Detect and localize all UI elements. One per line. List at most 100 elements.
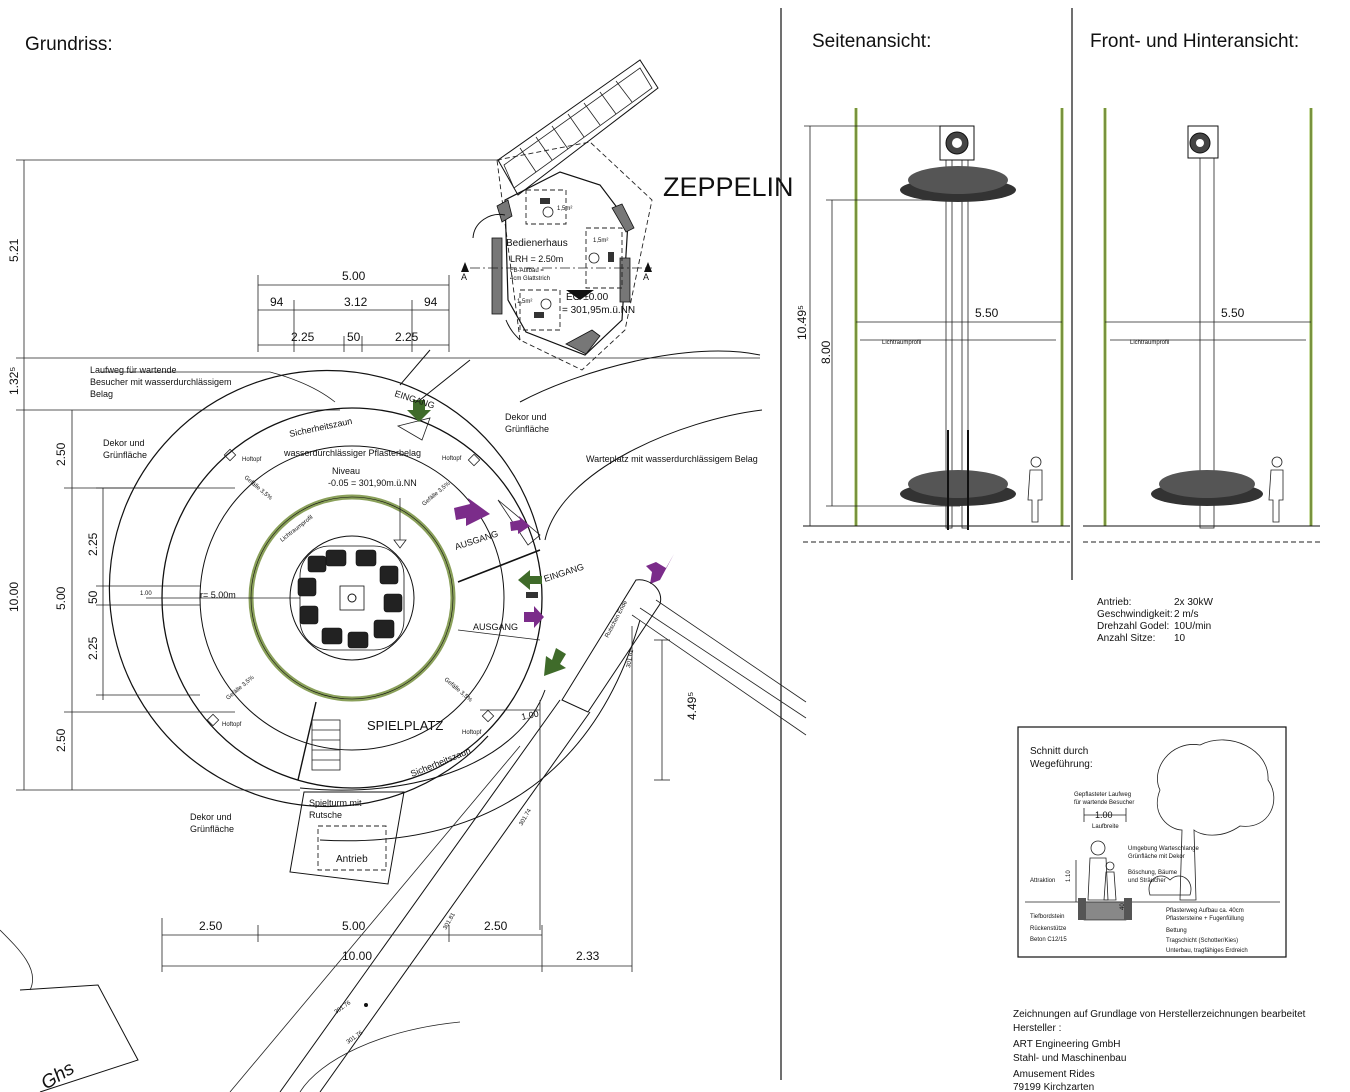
exit-arrow-top-icon	[454, 498, 490, 526]
footer-line-3: ART Engineering GmbH	[1013, 1039, 1120, 1050]
dim-10-00-bottom: 10.00	[342, 949, 372, 963]
section-p3: Bettung	[1166, 928, 1187, 934]
section-p4: Tragschicht (Schotter/Kies)	[1166, 938, 1238, 944]
footer-line-1: Zeichnungen auf Grundlage von Hersteller…	[1013, 1009, 1306, 1020]
section-width-label: Laufbreite	[1092, 824, 1119, 830]
dim-2-50-bottom-b: 2.50	[484, 919, 508, 933]
dim-50-inner: 50	[86, 590, 100, 604]
front-elevation	[1083, 108, 1320, 543]
dim-3-12: 3.12	[344, 295, 368, 309]
section-t1: Tiefbordstein	[1030, 914, 1064, 920]
ghs-label: Ghs	[38, 1058, 79, 1092]
antrieb-plan-label: Antrieb	[336, 854, 368, 865]
level-301-76-a: 301.76	[334, 1000, 353, 1016]
top-dimension-chain	[257, 275, 450, 352]
section-marker-a-right: A	[643, 272, 649, 282]
dim-2-33: 2.33	[576, 949, 600, 963]
dekor-left-label-2: Grünfläche	[103, 450, 147, 460]
dim-1-00-right: 1.00	[520, 709, 539, 722]
dim-2-50-bottom-a: 2.50	[199, 919, 223, 933]
dim-5-00-top: 5.00	[342, 269, 366, 283]
left-dimension-chain	[16, 159, 760, 791]
ausgang-mid-label: AUSGANG	[473, 622, 518, 632]
section-marker-a-left: A	[461, 272, 467, 282]
side-height-total-label: 10.49⁵	[795, 305, 809, 340]
spec-label: Antrieb:	[1097, 597, 1131, 608]
dim-2-25-inner-bottom: 2.25	[86, 636, 100, 660]
section-attraktion: Attraktion	[1030, 878, 1055, 884]
section-width: 1.00	[1095, 810, 1113, 820]
spec-value: 2x 30kW	[1174, 597, 1213, 608]
sicherheitszaun-top-label: Sicherheitszaun	[288, 416, 353, 439]
eg-level-label: = 301,95m.ü.NN	[562, 305, 635, 316]
section-depth: 40	[1120, 903, 1126, 910]
niveau-label: Niveau	[332, 466, 360, 476]
bottom-dimension-chain	[161, 918, 633, 972]
laufweg-label-2: Besucher mit wasserdurchlässigem	[90, 377, 232, 387]
dekor-bottom-label-1: Dekor und	[190, 812, 232, 822]
laufweg-label-3: Belag	[90, 389, 113, 399]
side-lichtraum-label: Lichtraumprofil	[882, 340, 921, 346]
play-tower	[289, 719, 405, 885]
title-front-hinteransicht: Front- und Hinteransicht:	[1090, 31, 1299, 52]
footer-line-5: Amusement Rides	[1013, 1069, 1095, 1080]
dim-1-32: 1.32⁵	[7, 367, 21, 395]
section-p2: Pflastersteine + Fugenfüllung	[1166, 916, 1244, 922]
dim-2-25-a: 2.25	[291, 330, 315, 344]
dim-94-a: 94	[270, 295, 284, 309]
waiting-path	[100, 349, 763, 842]
gefaelle-label-2: Gefälle 3,5%	[421, 480, 452, 507]
fb-glattstrich-label: 4cm Glattstrich	[510, 276, 550, 282]
bedienerhaus-label: Bedienerhaus	[506, 238, 568, 249]
dim-2-25-b: 2.25	[395, 330, 419, 344]
front-lichtraum-label: Lichtraumprofil	[1130, 340, 1169, 346]
section-detail-box	[1017, 726, 1287, 958]
spec-value: 10U/min	[1174, 621, 1211, 632]
spielplatz-label: SPIELPLATZ	[367, 718, 443, 733]
area-label-3: 1,5m²	[517, 299, 532, 305]
eg-label: EG ±0.00	[566, 292, 609, 303]
fb-aufbau-label: FB-Aufbau =	[510, 268, 544, 274]
exit-arrow-top-small-icon	[510, 516, 530, 534]
section-t3: Beton C12/15	[1030, 937, 1067, 943]
footer-line-4: Stahl- und Maschinenbau	[1013, 1053, 1126, 1064]
entrance-arrow-mid-icon	[518, 570, 542, 590]
section-u2: Grünfläche mit Dekor	[1128, 854, 1185, 860]
level-301-81: 301.81	[443, 912, 458, 931]
dim-5-00-bottom: 5.00	[342, 919, 366, 933]
area-label-2: 1,5m²	[593, 238, 608, 244]
section-g1: Gepflasteter Laufweg	[1074, 792, 1131, 798]
title-seitenansicht: Seitenansicht:	[812, 31, 931, 52]
rutschen-ende-label: Rutschen Ende	[604, 599, 629, 639]
section-title-1: Schnitt durch	[1030, 746, 1088, 757]
dim-4-49: 4.49⁵	[685, 692, 699, 720]
spec-value: 2 m/s	[1174, 609, 1198, 620]
area-label-1: 1,5m²	[557, 206, 572, 212]
section-p5: Unterbau, tragfähiges Erdreich	[1166, 948, 1248, 954]
dim-50: 50	[347, 330, 361, 344]
dekor-right-label-1: Dekor und	[505, 412, 547, 422]
spec-value: 10	[1174, 633, 1186, 644]
title-grundriss: Grundriss:	[25, 34, 113, 55]
gefaelle-label-4: Gefälle 3,5%	[443, 677, 474, 704]
spielturm-label-2: Rutsche	[309, 810, 342, 820]
dekor-left-label-1: Dekor und	[103, 438, 145, 448]
lichtraumprofil-plan-label: Lichtraumprofil	[280, 515, 315, 544]
footer-line-2: Hersteller :	[1013, 1023, 1061, 1034]
entrance-arrow-top-icon	[407, 400, 431, 422]
section-u1: Umgebung Warteschlange	[1128, 846, 1199, 852]
dim-5-21: 5.21	[7, 238, 21, 262]
section-b1: Böschung, Bäume	[1128, 870, 1178, 876]
pflaster-label: wasserdurchlässiger Pflasterbelag	[283, 448, 421, 458]
level-301-74: 301.74	[519, 808, 534, 827]
dim-94-b: 94	[424, 295, 438, 309]
side-height-8-label: 8.00	[819, 340, 833, 364]
spielturm-label-1: Spielturm mit	[309, 798, 362, 808]
dim-2-50-left-top: 2.50	[54, 442, 68, 466]
footer-line-6: 79199 Kirchzarten	[1013, 1082, 1094, 1092]
spec-table: Antrieb: 2x 30kW Geschwindigkeit: 2 m/s …	[1097, 597, 1213, 644]
section-height: 1.10	[1066, 870, 1072, 882]
dim-5-00-left: 5.00	[54, 586, 68, 610]
hoftopf-label-2: Hoftopf	[442, 456, 462, 462]
dekor-bottom-label-2: Grünfläche	[190, 824, 234, 834]
